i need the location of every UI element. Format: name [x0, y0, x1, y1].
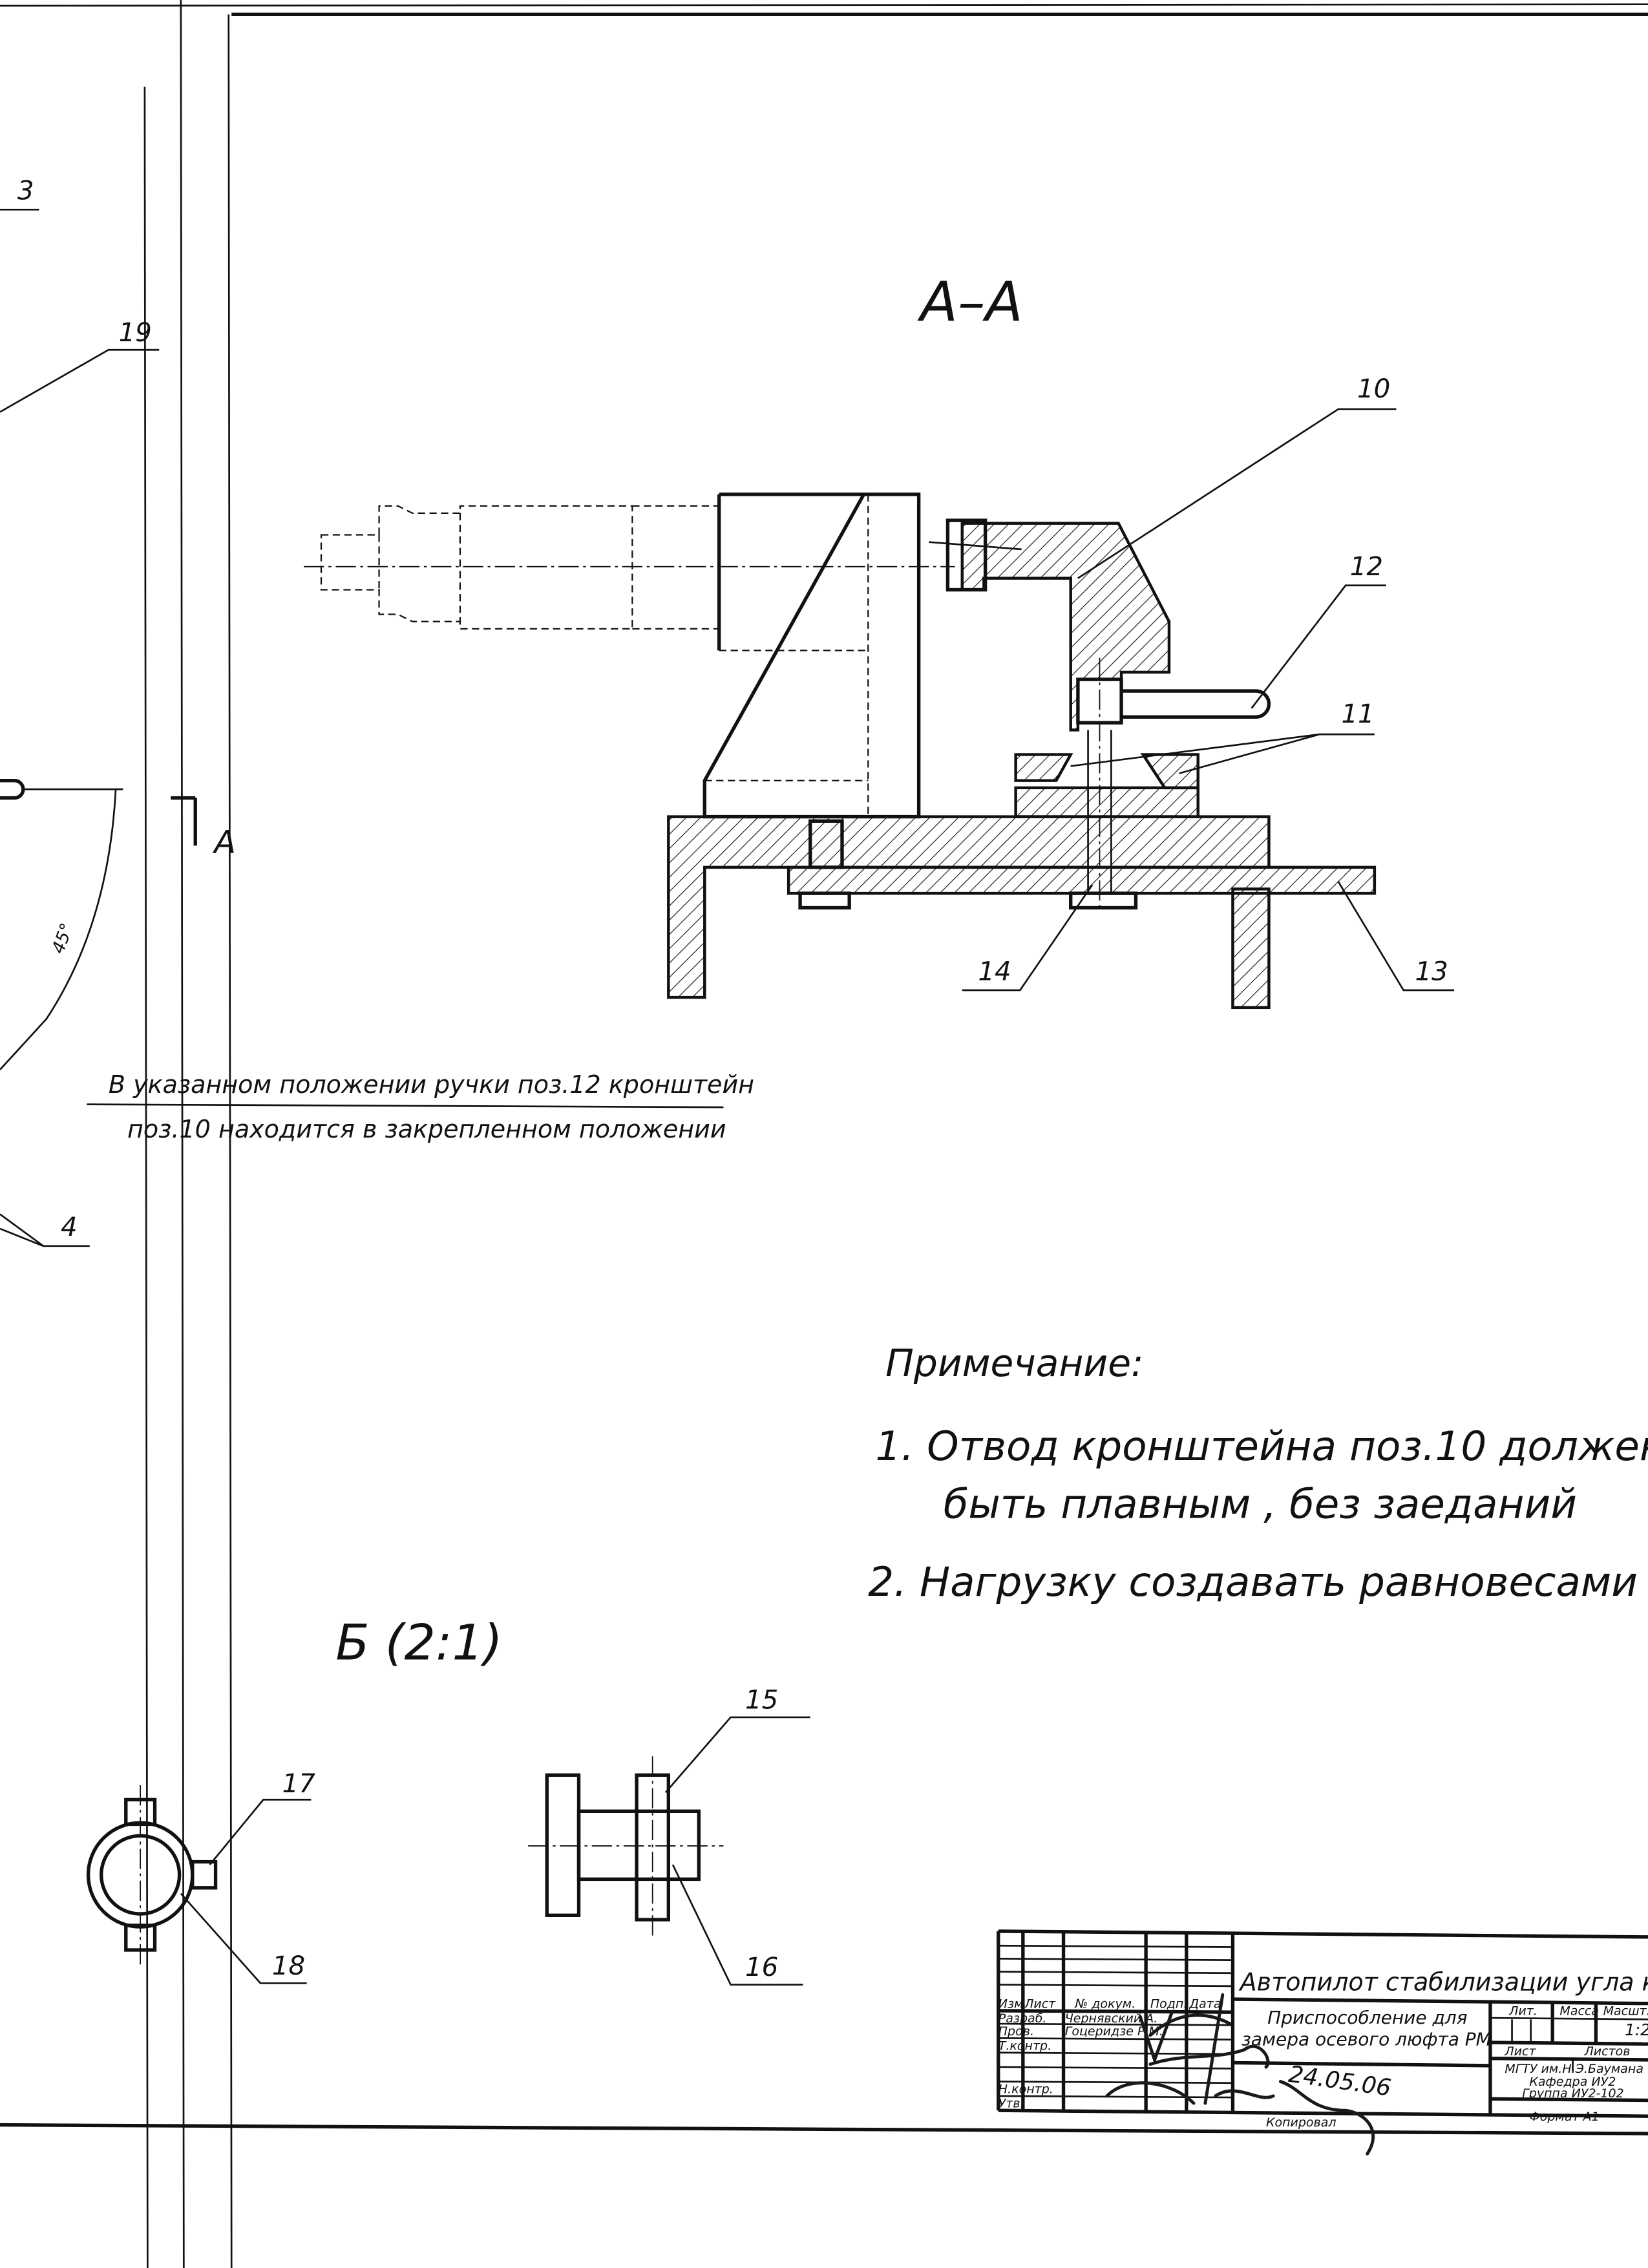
- org-line3: Группа ИУ2-102: [1522, 2086, 1624, 2101]
- callout-4: 4: [61, 1213, 78, 1242]
- callout-11: 11: [1341, 699, 1374, 729]
- row-tkontr: Т.контр.: [998, 2039, 1051, 2053]
- detail-b-label: Б (2:1): [335, 1613, 502, 1671]
- callout-17: 17: [282, 1769, 316, 1799]
- hdr-sign: Подп.: [1150, 1997, 1188, 2011]
- detail-17-18-view: [86, 1785, 218, 1966]
- callout-19: 19: [119, 318, 152, 348]
- assembly-title: Автопилот стабилизации угла курс: [1238, 1968, 1648, 1997]
- callout-leaders: [0, 208, 1454, 1986]
- callout-12: 12: [1350, 552, 1383, 582]
- hdr-mass: Масса: [1559, 2004, 1599, 2019]
- row-utv: Утв.: [998, 2097, 1024, 2111]
- hdr-doc: № докум.: [1074, 1997, 1136, 2011]
- position-note-line2: поз.10 находится в закрепленном положени…: [127, 1115, 726, 1143]
- callout-15: 15: [745, 1686, 778, 1715]
- hdr-sheets: Листов: [1583, 2044, 1630, 2059]
- angle-label: 45°: [48, 920, 77, 956]
- org-line1: МГТУ им.Н.Э.Баумана: [1505, 2062, 1643, 2076]
- callout-14: 14: [978, 957, 1011, 986]
- hdr-list: Лист: [1024, 1997, 1056, 2011]
- left-partial-view: [0, 779, 197, 1070]
- section-aa-label: А–А: [917, 271, 1023, 335]
- section-marker-a: А: [212, 823, 236, 861]
- title-block: [997, 1929, 1648, 2118]
- razrab-name: Чернявский А.: [1065, 2011, 1158, 2026]
- note-1-line2: быть плавным , без заеданий: [944, 1480, 1577, 1527]
- row-prov: Пров.: [998, 2024, 1034, 2039]
- row-nkontr: Н.контр.: [998, 2082, 1053, 2096]
- callout-10: 10: [1357, 374, 1390, 404]
- handwritten-signatures: [1105, 1993, 1375, 2156]
- prov-name: Гоцеридзе Р.М.: [1065, 2024, 1163, 2039]
- callout-16: 16: [745, 1953, 778, 1982]
- section-aa-view: [304, 493, 1377, 1010]
- position-note-line1: В указанном положении ручки поз.12 кронш…: [109, 1070, 754, 1099]
- copied-label: Копировал: [1266, 2115, 1336, 2130]
- hdr-date: Дата: [1188, 1997, 1221, 2011]
- hdr-sheet: Лист: [1504, 2044, 1536, 2059]
- scale-value: 1:2: [1625, 2020, 1648, 2039]
- hdr-scale: Масшт.: [1603, 2004, 1648, 2019]
- callout-3: 3: [17, 176, 34, 206]
- notes-heading: Примечание:: [885, 1341, 1144, 1385]
- format-label: Формат А1: [1529, 2110, 1599, 2124]
- note-1-line1: 1. Отвод кронштейна поз.10 должен: [875, 1423, 1648, 1470]
- note-underline: [87, 1103, 724, 1108]
- drawing-title-line1: Приспособление для: [1267, 2007, 1467, 2028]
- hdr-izm: Изм: [998, 1997, 1024, 2011]
- row-razrab: Разраб.: [998, 2011, 1047, 2026]
- org-line2: Кафедра ИУ2: [1529, 2075, 1616, 2089]
- note-2: 2. Нагрузку создавать равновесами: [868, 1558, 1638, 1606]
- drawing-title-line2: замера осевого люфта РМ: [1241, 2029, 1492, 2050]
- hdr-lit: Лит.: [1508, 2004, 1537, 2019]
- detail-b-view: [528, 1756, 724, 1937]
- callout-13: 13: [1415, 957, 1448, 986]
- callout-18: 18: [272, 1951, 305, 1981]
